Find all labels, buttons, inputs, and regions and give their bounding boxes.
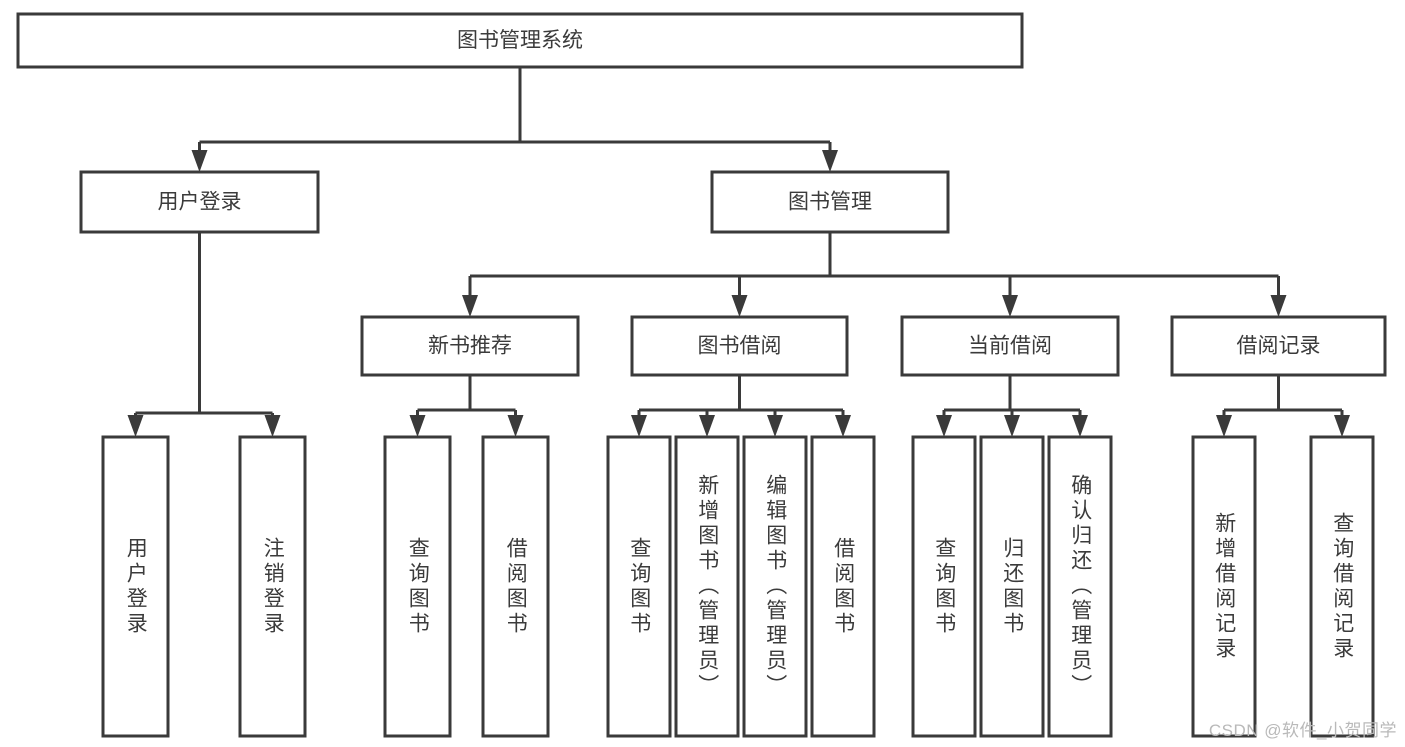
arrow-head-icon [1334,415,1350,437]
node-box-current-borrow[interactable] [900,315,1120,377]
node-box-leaf-user-login[interactable] [101,435,170,738]
arrow-head-icon [191,150,208,172]
arrow-head-icon [699,415,715,437]
node-box-book-borrow[interactable] [630,315,849,377]
node-box-leaf-query-record[interactable] [1309,435,1375,738]
arrow-head-icon [1072,415,1088,437]
arrow-head-icon [767,415,783,437]
watermark-label: CSDN @软件_小贺同学 [1208,721,1397,740]
arrow-head-icon [507,415,524,437]
node-label-book-borrow: 图书借阅 [698,335,782,358]
node-box-leaf-add-book[interactable] [674,435,740,738]
node-label-book-manage: 图书管理 [788,191,872,214]
node-box-book-manage[interactable] [710,170,950,234]
node-box-user-login[interactable] [79,170,320,234]
node-box-leaf-logout[interactable] [238,435,307,738]
arrow-head-icon [631,415,647,437]
arrow-head-icon [1216,415,1232,437]
node-box-leaf-query-book-3[interactable] [911,435,977,738]
node-box-leaf-edit-book[interactable] [742,435,808,738]
arrow-head-icon [731,295,748,317]
node-box-leaf-borrow-book-1[interactable] [481,435,550,738]
arrow-head-icon [462,295,478,317]
arrow-head-icon [822,150,838,172]
node-box-borrow-record[interactable] [1170,315,1387,377]
node-label-user-login: 用户登录 [158,191,242,214]
node-box-new-book-rec[interactable] [360,315,580,377]
connector-layer [127,67,1350,437]
arrow-head-icon [1002,295,1018,317]
node-box-leaf-add-record[interactable] [1191,435,1257,738]
node-box-leaf-query-book-1[interactable] [383,435,452,738]
node-box-leaf-confirm-return[interactable] [1047,435,1113,738]
node-label-root: 图书管理系统 [457,29,583,52]
node-label-new-book-rec: 新书推荐 [428,335,512,358]
arrow-head-icon [127,415,144,437]
node-box-leaf-query-book-2[interactable] [606,435,672,738]
arrow-head-icon [835,415,851,437]
arrow-head-icon [264,415,281,437]
arrow-head-icon [1270,295,1287,317]
node-box-root[interactable] [16,12,1024,69]
node-box-leaf-return-book[interactable] [979,435,1045,738]
node-label-current-borrow: 当前借阅 [968,335,1052,358]
arrow-head-icon [1004,415,1020,437]
node-label-borrow-record: 借阅记录 [1237,335,1321,358]
node-box-leaf-borrow-book-2[interactable] [810,435,876,738]
arrow-head-icon [936,415,952,437]
arrow-head-icon [409,415,426,437]
